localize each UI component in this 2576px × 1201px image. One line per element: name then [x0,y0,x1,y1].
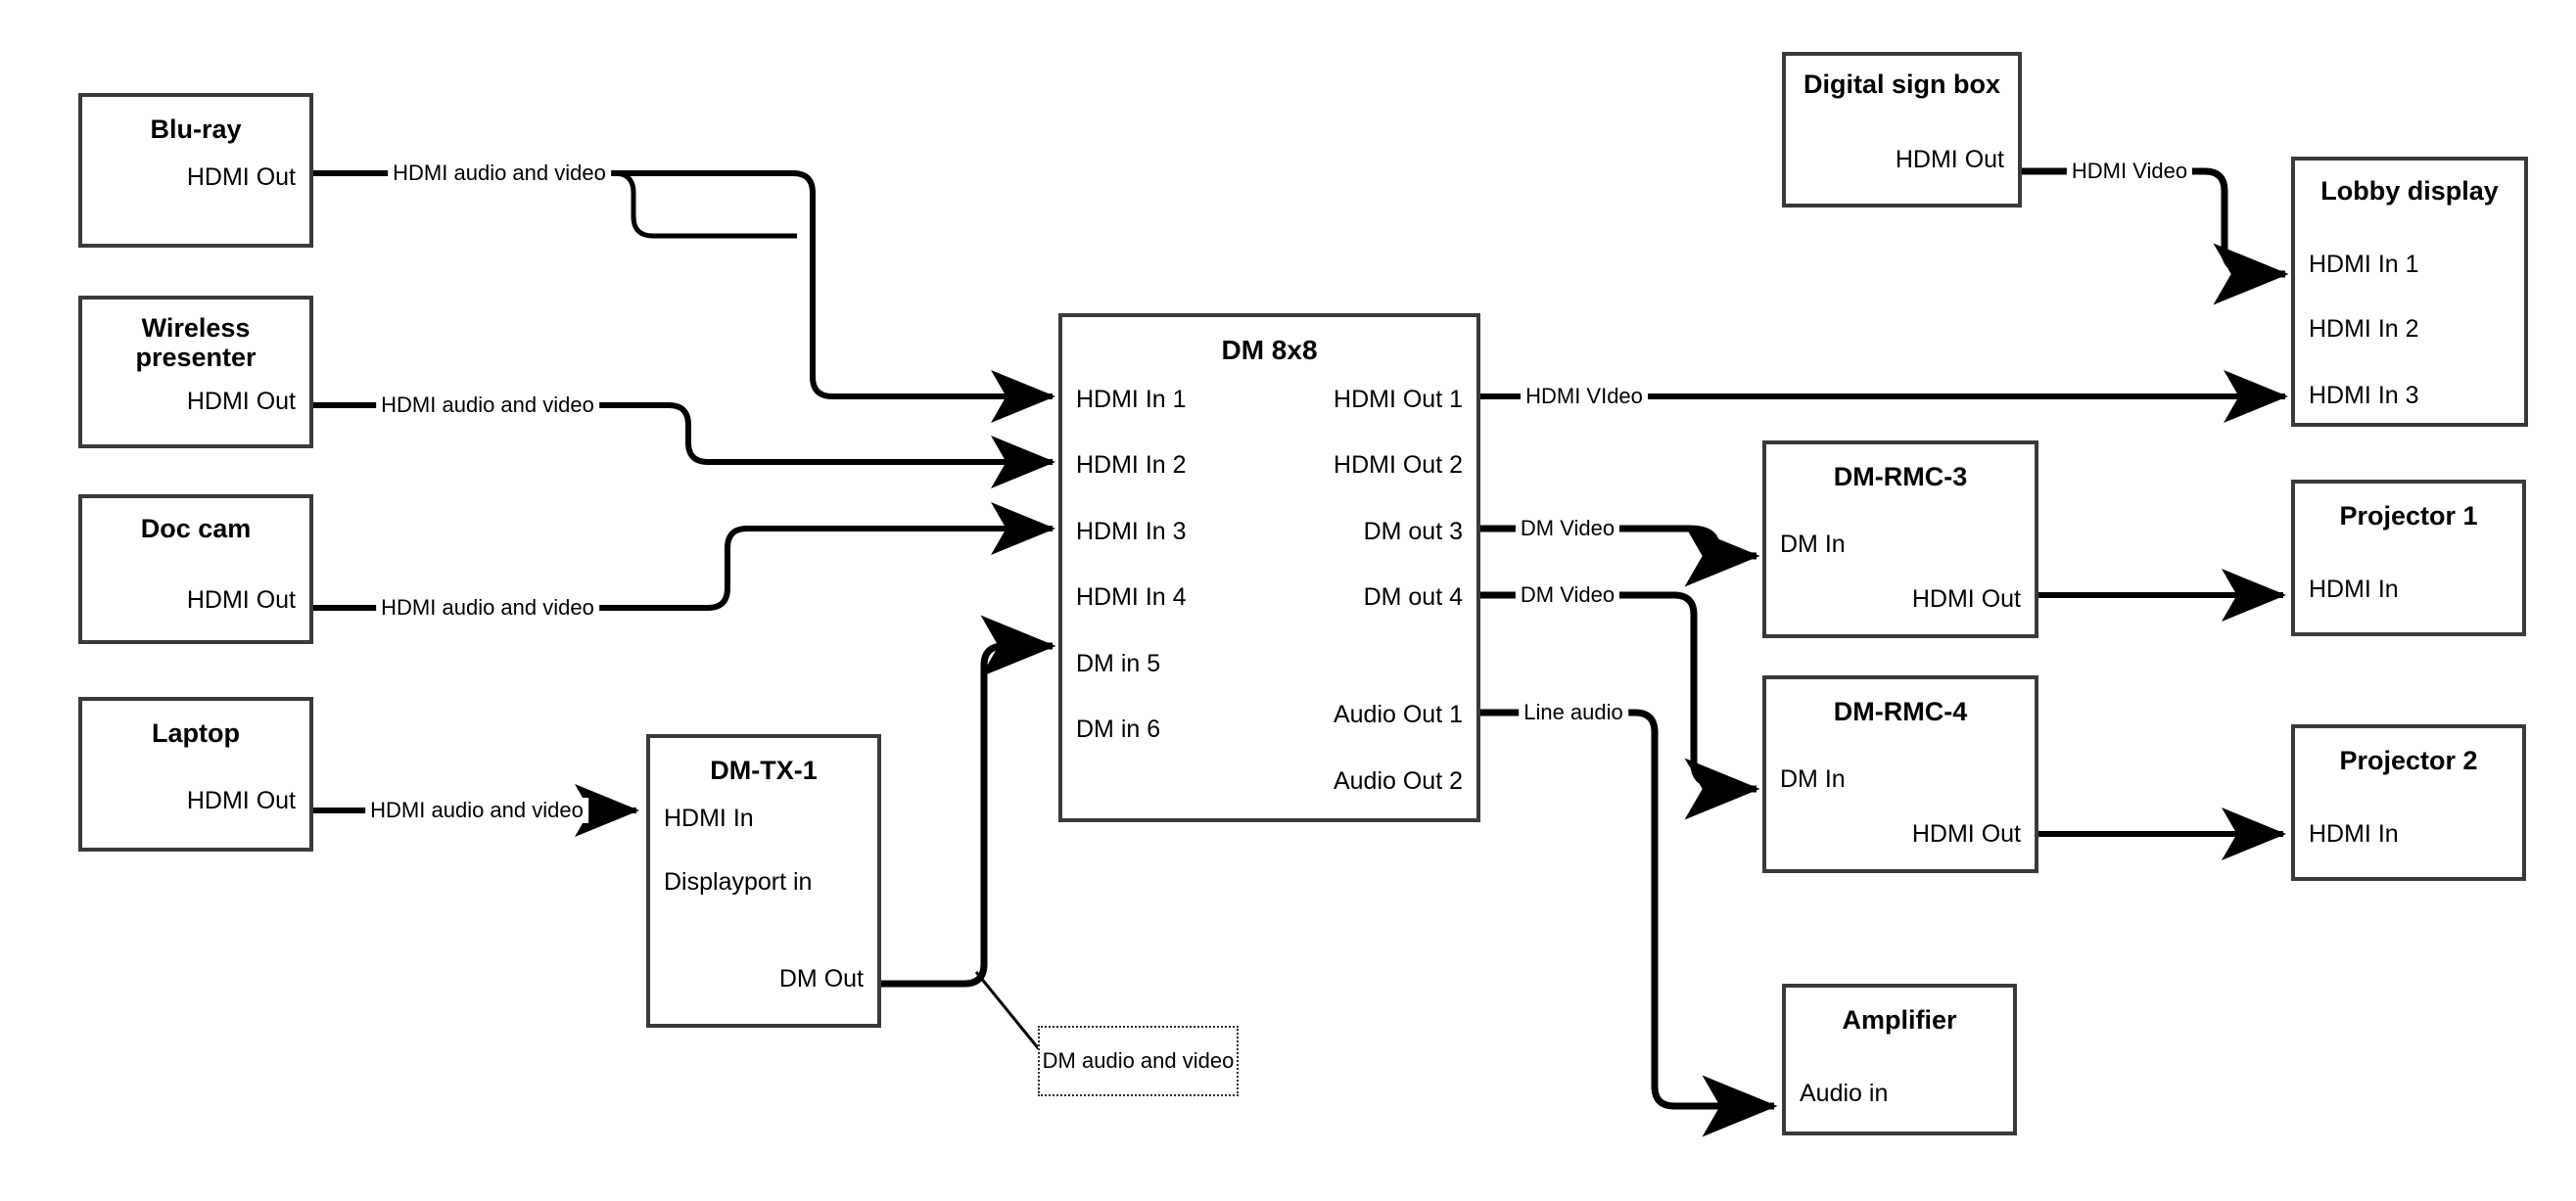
node-wireless-presenter-port-hdmi-out: HDMI Out [186,388,296,415]
wire-dmtx-to-dm8x8 [881,615,1056,988]
edge-label-wireless-to-dm: HDMI audio and video [376,393,599,418]
node-dm-8x8-input-hdmi-in-1: HDMI In 1 [1076,386,1187,413]
edge-label-audioout1-to-amp: Line audio [1519,700,1628,725]
note-text: DM audio and video [1042,1048,1235,1074]
node-dm-rmc-4-port-dm-in: DM In [1780,765,1846,793]
node-laptop-title: Laptop [152,718,240,748]
node-dm-8x8-input-hdmi-in-2: HDMI In 2 [1076,451,1187,479]
node-dm-rmc-4-port-hdmi-out: HDMI Out [1911,820,2021,848]
wire-bluray-drop [797,173,1053,236]
node-dm-rmc-3-port-hdmi-out: HDMI Out [1911,585,2021,613]
node-dm-8x8-input-dm-in-6: DM in 6 [1076,716,1161,743]
node-dm-8x8-output-hdmi-out-2: HDMI Out 2 [1334,451,1463,479]
node-dm-8x8-output-audio-out-2: Audio Out 2 [1333,767,1463,795]
node-digital-sign-box[interactable]: Digital sign box HDMI Out [1782,52,2022,208]
wire-signbox-to-lobby [2022,167,2289,305]
edge-label-dmout4-to-rmc4: DM Video [1515,582,1620,608]
node-wireless-presenter-title: Wireless presenter [135,313,257,373]
node-lobby-display[interactable]: Lobby display HDMI In 1 HDMI In 2 HDMI I… [2291,157,2528,427]
node-doc-cam[interactable]: Doc cam HDMI Out [78,494,313,644]
node-digital-sign-box-title: Digital sign box [1803,69,2001,99]
node-dm-tx-1-port-dm-out: DM Out [778,965,864,993]
node-wireless-presenter[interactable]: Wireless presenter HDMI Out [78,296,313,448]
node-dm-8x8-input-hdmi-in-3: HDMI In 3 [1076,518,1187,545]
edge-label-bluray-to-dm: HDMI audio and video [388,161,611,186]
node-bluray-title: Blu-ray [150,115,242,144]
edge-label-doccam-to-dm: HDMI audio and video [376,595,599,621]
node-dm-rmc-4-title: DM-RMC-4 [1833,697,1968,726]
node-dm-8x8[interactable]: DM 8x8 HDMI In 1 HDMI In 2 HDMI In 3 HDM… [1058,313,1480,822]
node-projector-2[interactable]: Projector 2 HDMI In [2291,724,2526,881]
node-lobby-display-input-hdmi-in-1: HDMI In 1 [2309,251,2419,278]
node-projector-2-port-hdmi-in: HDMI In [2309,820,2399,848]
edge-label-dmout3-to-rmc3: DM Video [1515,516,1620,541]
edge-label-hdmiout1-to-lobby: HDMI VIdeo [1521,384,1648,409]
node-doc-cam-title: Doc cam [140,514,252,543]
node-projector-1-title: Projector 1 [2339,501,2478,531]
node-amplifier-port-audio-in: Audio in [1800,1080,1889,1107]
node-lobby-display-title: Lobby display [2320,176,2499,206]
node-bluray[interactable]: Blu-ray HDMI Out [78,93,313,248]
node-digital-sign-box-port-hdmi-out: HDMI Out [1895,146,2004,173]
edge-label-laptop-to-tx: HDMI audio and video [365,798,588,823]
node-dm-8x8-output-hdmi-out-1: HDMI Out 1 [1334,386,1463,413]
wire-bluray [313,170,1055,423]
node-dm-tx-1-port-displayport-in: Displayport in [664,868,813,896]
note-dm-audio-and-video: DM audio and video [1038,1026,1239,1096]
node-dm-tx-1[interactable]: DM-TX-1 HDMI In Displayport in DM Out [646,734,881,1028]
edge-label-signbox-to-lobby: HDMI Video [2066,159,2193,184]
node-dm-8x8-input-hdmi-in-4: HDMI In 4 [1076,583,1187,611]
node-dm-8x8-title: DM 8x8 [1221,335,1318,365]
node-laptop-port-hdmi-out: HDMI Out [186,787,296,814]
node-laptop[interactable]: Laptop HDMI Out [78,697,313,852]
node-dm-rmc-3-port-dm-in: DM In [1780,531,1846,558]
node-dm-8x8-input-dm-in-5: DM in 5 [1076,650,1161,677]
note-leader-line [974,971,1042,1051]
node-lobby-display-input-hdmi-in-2: HDMI In 2 [2309,315,2419,343]
node-doc-cam-port-hdmi-out: HDMI Out [186,586,296,614]
node-dm-8x8-output-dm-out-4: DM out 4 [1363,583,1463,611]
node-amplifier[interactable]: Amplifier Audio in [1782,984,2017,1135]
node-dm-8x8-output-audio-out-1: Audio Out 1 [1333,701,1463,728]
node-bluray-port-hdmi-out: HDMI Out [186,163,296,191]
node-dm-tx-1-port-hdmi-in: HDMI In [664,805,754,832]
node-projector-1[interactable]: Projector 1 HDMI In [2291,480,2526,636]
node-dm-rmc-4[interactable]: DM-RMC-4 DM In HDMI Out [1762,675,2038,873]
node-dm-rmc-3-title: DM-RMC-3 [1833,462,1968,491]
wire-dmout4-to-rmc4 [1480,591,1760,820]
node-dm-rmc-3[interactable]: DM-RMC-3 DM In HDMI Out [1762,440,2038,638]
node-lobby-display-input-hdmi-in-3: HDMI In 3 [2309,382,2419,409]
node-projector-1-port-hdmi-in: HDMI In [2309,576,2399,603]
node-dm-tx-1-title: DM-TX-1 [710,756,818,785]
node-dm-8x8-output-dm-out-3: DM out 3 [1363,518,1463,545]
node-amplifier-title: Amplifier [1842,1005,1957,1035]
wire-audioout1-to-amp [1480,709,1778,1137]
node-projector-2-title: Projector 2 [2339,746,2478,775]
